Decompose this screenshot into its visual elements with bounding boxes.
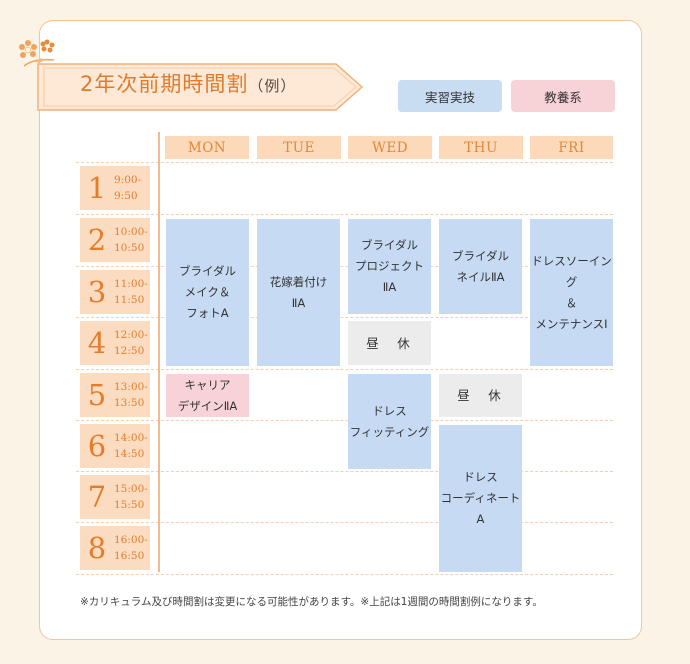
row-divider [76, 574, 613, 575]
class-wed-bridal-project[interactable]: ブライダル プロジェクト ⅡA [348, 219, 431, 314]
day-header-fri: FRI [530, 136, 613, 159]
page-title-sub: （例） [248, 77, 297, 95]
period-number: 3 [87, 275, 107, 309]
period-time: 14:00-14:50 [114, 432, 148, 460]
flower-decoration-icon [19, 39, 55, 67]
class-wed-dress-fitting[interactable]: ドレス フィッティング [348, 374, 431, 469]
row-divider [76, 162, 613, 163]
class-thu-bridal-nail[interactable]: ブライダル ネイルⅡA [439, 219, 522, 314]
page-title-main: 2年次前期時間割 [80, 72, 249, 96]
row-divider [76, 471, 613, 472]
period-time: 15:00-15:50 [114, 483, 148, 511]
class-thu-dress-coordinate[interactable]: ドレス コーディネート A [439, 425, 522, 572]
class-fri-dress-sewing[interactable]: ドレスソーイング ＆ メンテナンスⅠ [530, 219, 613, 366]
row-divider [76, 266, 613, 267]
period-number: 6 [87, 429, 107, 463]
class-tue-kimono[interactable]: 花嫁着付け ⅡA [257, 219, 340, 366]
period-time: 13:00-13:50 [114, 381, 148, 409]
period-time: 11:00-11:50 [114, 278, 148, 306]
period-time: 10:00-10:50 [114, 226, 148, 254]
period-time: 12:00-12:50 [114, 329, 148, 357]
period-number: 4 [87, 326, 107, 360]
day-header-tue: TUE [257, 136, 341, 159]
period-time: 9:00-9:50 [114, 174, 142, 202]
period-number: 7 [87, 480, 107, 514]
day-header-thu: THU [439, 136, 523, 159]
row-divider [76, 214, 613, 215]
class-thu-lunch: 昼 休 [439, 374, 522, 417]
class-mon-bridal-makeup[interactable]: ブライダル メイク＆ フォトA [166, 219, 249, 366]
legend-liberal: 教養系 [511, 80, 615, 112]
period-3: 3 11:00-11:50 [80, 270, 150, 314]
period-4: 4 12:00-12:50 [80, 321, 150, 365]
day-header-mon: MON [165, 136, 249, 159]
row-divider [76, 420, 613, 421]
column-divider [158, 132, 160, 572]
class-wed-lunch: 昼 休 [348, 321, 431, 365]
row-divider [76, 522, 613, 523]
row-divider [76, 369, 613, 370]
row-divider [76, 317, 613, 318]
period-number: 2 [87, 223, 107, 257]
day-header-wed: WED [348, 136, 432, 159]
period-2: 2 10:00-10:50 [80, 218, 150, 262]
class-mon-career-design[interactable]: キャリア デザインⅡA [166, 374, 249, 417]
footnote: ※カリキュラム及び時間割は変更になる可能性があります。※上記は1週間の時間割例に… [80, 596, 543, 608]
legend-practical: 実習実技 [398, 80, 502, 112]
period-number: 8 [87, 531, 107, 565]
period-1: 1 9:00-9:50 [80, 166, 150, 210]
period-time: 16:00-16:50 [114, 534, 148, 562]
period-8: 8 16:00-16:50 [80, 526, 150, 570]
page-title: 2年次前期時間割（例） [80, 68, 296, 98]
period-number: 1 [87, 171, 107, 205]
period-5: 5 13:00-13:50 [80, 373, 150, 417]
period-7: 7 15:00-15:50 [80, 475, 150, 519]
period-6: 6 14:00-14:50 [80, 424, 150, 468]
period-number: 5 [87, 378, 107, 412]
title-banner [37, 63, 364, 111]
